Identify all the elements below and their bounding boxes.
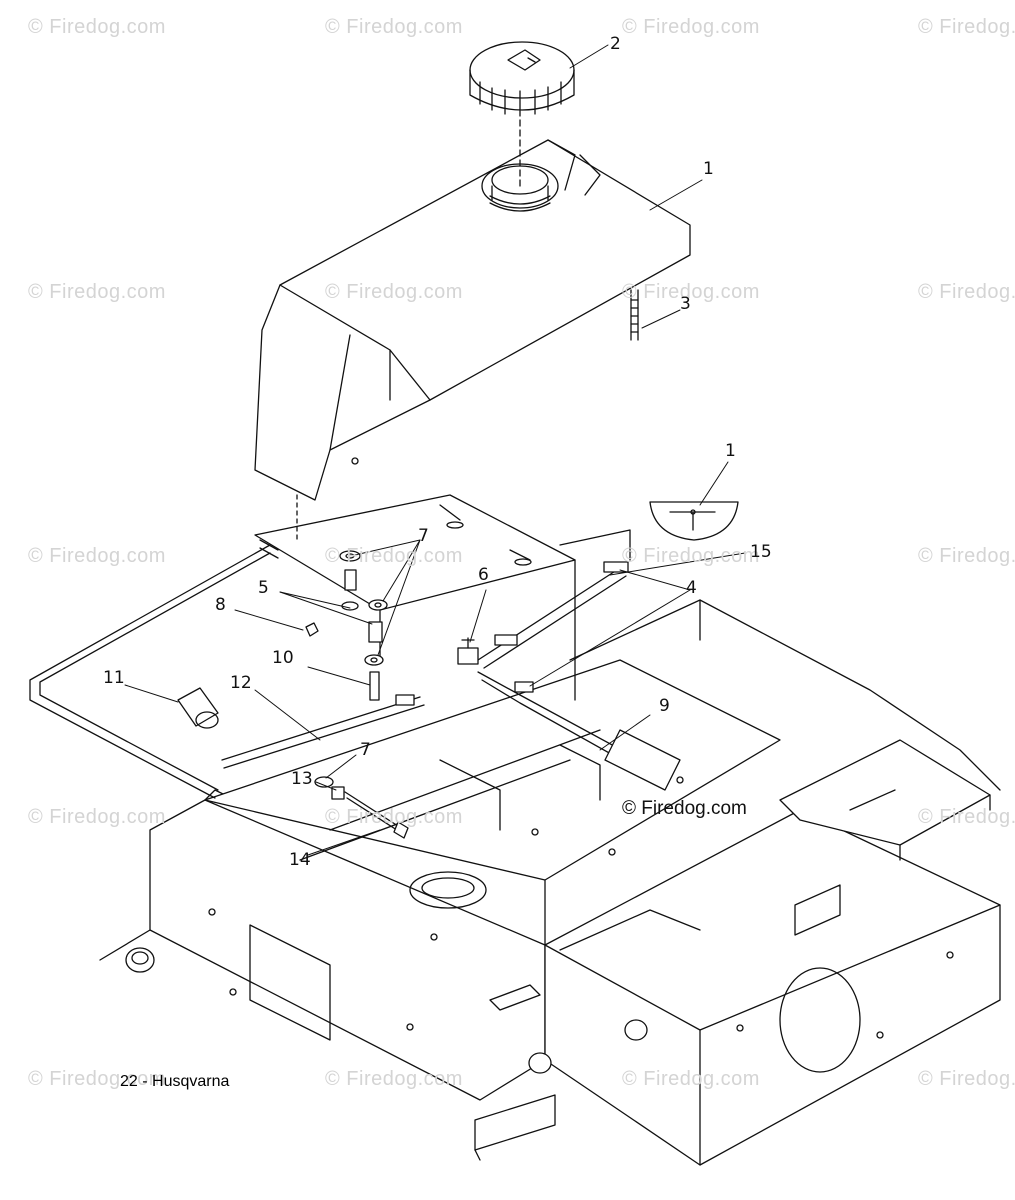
watermark: © Firedog.com [918,281,1015,303]
callout-14-bolt: 14 [289,850,311,870]
watermark: © Firedog.com [28,281,166,303]
watermark: © Firedog.com [28,16,166,38]
fuel-line [29,539,681,799]
callout-15: 15 [750,542,772,562]
watermark: © Firedog.com [28,1068,166,1090]
page-footer: 22 - Husqvarna [120,1073,230,1090]
fuel-cap [469,41,575,117]
watermark: © Firedog.com [918,16,1015,38]
watermark: © Firedog.com [28,806,166,828]
watermark: © Firedog.com [622,281,760,303]
gauge-decal [649,501,739,541]
watermark: © Firedog.com [622,1068,760,1090]
watermark: © Firedog.com [325,281,463,303]
hardware [177,550,409,839]
callout-12-line: 12 [230,673,252,693]
callout-1-decal: 1 [725,441,736,461]
callout-2-cap: 2 [610,34,621,54]
callout-4: 4 [686,578,697,598]
leader-lines [124,44,746,856]
chassis-frame [99,599,1001,1166]
callout-13-nut: 13 [291,769,313,789]
watermark: © Firedog.com [622,545,760,567]
callout-7-washers: 7 [418,526,429,546]
callout-9-filter: 9 [659,696,670,716]
stud [630,289,639,341]
watermark: © Firedog.com [28,545,166,567]
callout-11-bumper: 11 [103,668,125,688]
callout-6-valve: 6 [478,565,489,585]
callout-1-tank: 1 [703,159,714,179]
watermark: © Firedog.com [325,545,463,567]
callout-7-washer: 7 [360,740,371,760]
watermark: © Firedog.com [918,545,1015,567]
fuel-tank [254,119,691,501]
watermark: © Firedog.com [918,1068,1015,1090]
callout-10-bolt: 10 [272,648,294,668]
callout-5: 5 [258,578,269,598]
watermark: © Firedog.com [622,16,760,38]
watermark: © Firedog.com [918,806,1015,828]
watermark: © Firedog.com [325,1068,463,1090]
callout-3-stud: 3 [680,294,691,314]
watermark: © Firedog.com [325,16,463,38]
watermark: © Firedog.com [325,806,463,828]
callout-8-nut: 8 [215,595,226,615]
watermark-prominent: © Firedog.com [622,798,747,819]
